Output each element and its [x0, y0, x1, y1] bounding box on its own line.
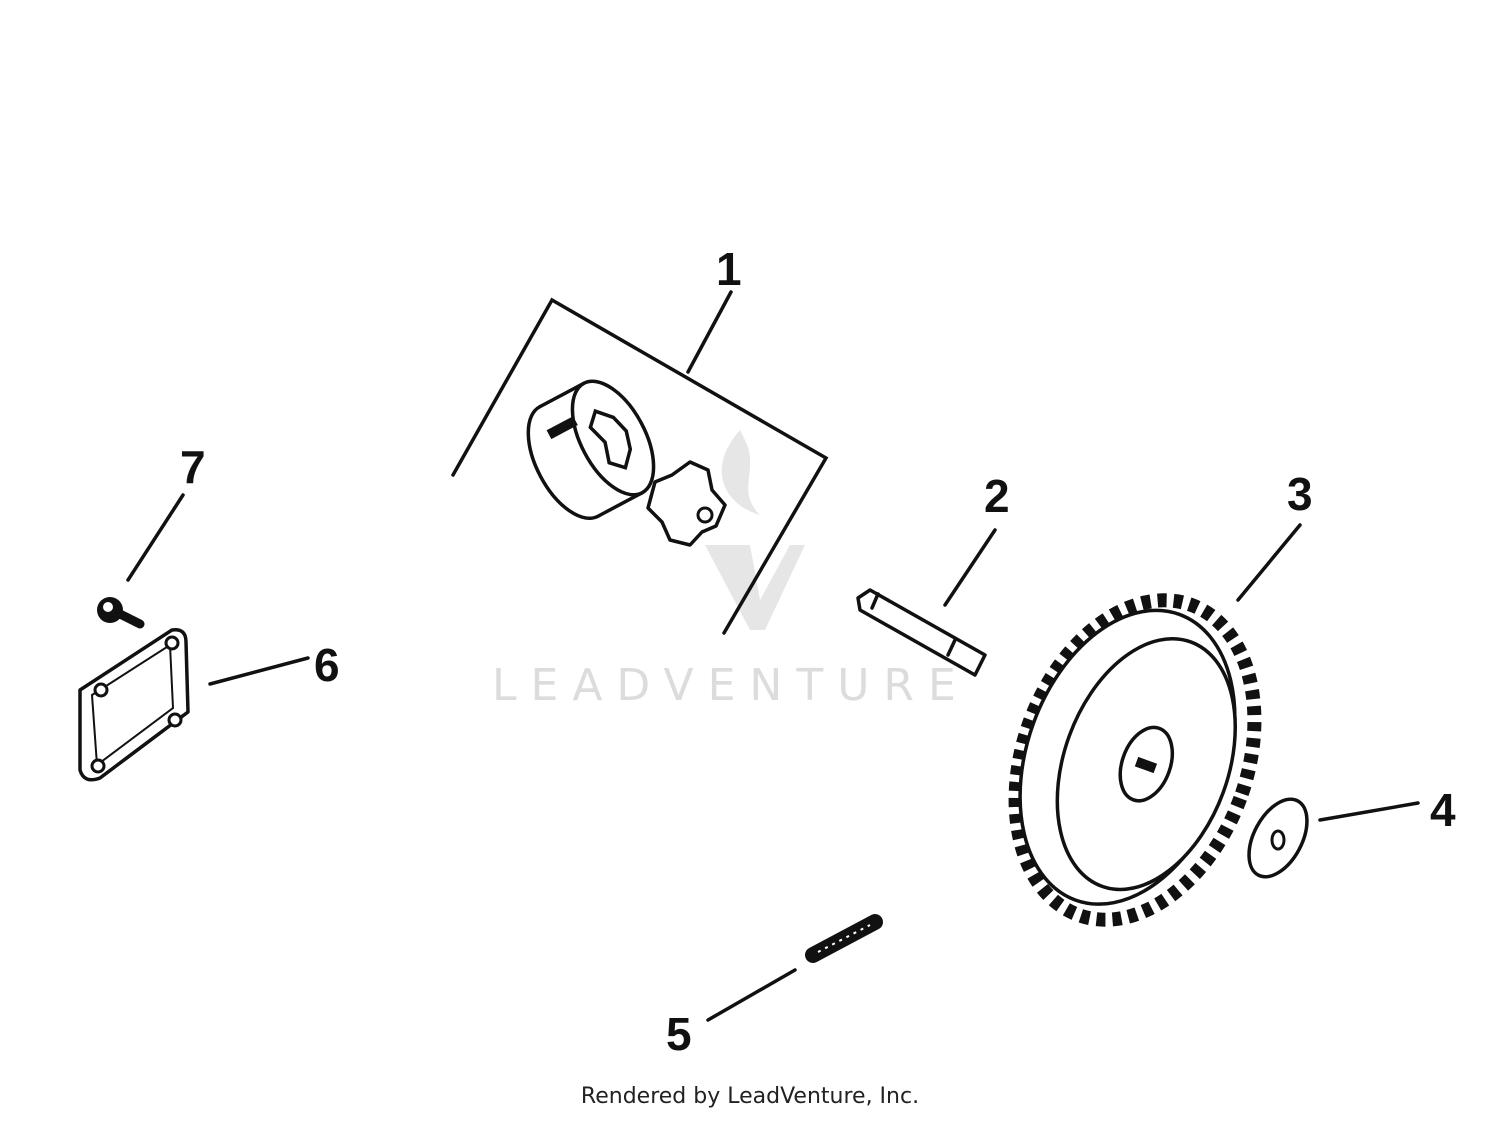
- shaft: [856, 588, 987, 677]
- part-6-cover-plate: [78, 628, 310, 782]
- callout-7: 7: [180, 441, 206, 493]
- footer-credit: Rendered by LeadVenture, Inc.: [580, 1084, 920, 1109]
- callout-2: 2: [984, 470, 1010, 522]
- pin: [805, 914, 883, 963]
- part-5-pin: [706, 914, 883, 1022]
- callout-5: 5: [666, 1008, 692, 1060]
- part-1-bracket: [451, 297, 829, 635]
- cover-plate: [78, 628, 190, 782]
- leader-line-2: [943, 528, 997, 607]
- watermark-v-icon: [705, 545, 805, 630]
- leader-line-3: [1236, 523, 1302, 602]
- callout-4: 4: [1430, 784, 1456, 836]
- screw-shank: [115, 609, 145, 629]
- part-3-gear: [1008, 523, 1302, 927]
- leader-line-6: [208, 656, 310, 686]
- leader-line-4: [1318, 801, 1420, 822]
- part-4-washer: [1247, 797, 1420, 879]
- part-7-screw: [97, 493, 185, 629]
- callout-6: 6: [314, 639, 340, 691]
- inner-rotor: [646, 460, 727, 547]
- leader-line-7: [126, 493, 185, 582]
- part-1-rotor-set: [451, 290, 829, 635]
- callout-1: 1: [716, 243, 742, 295]
- callout-3: 3: [1287, 468, 1313, 520]
- part-2-shaft: [856, 528, 997, 677]
- watermark-text: LEADVENTURE: [492, 660, 970, 711]
- leader-line-1: [686, 290, 733, 374]
- watermark-flame-icon: [721, 430, 760, 515]
- outer-rotor: [526, 379, 656, 521]
- watermark: LEADVENTURE: [492, 430, 970, 711]
- gear-teeth: [1008, 593, 1262, 927]
- leader-line-5: [706, 968, 797, 1022]
